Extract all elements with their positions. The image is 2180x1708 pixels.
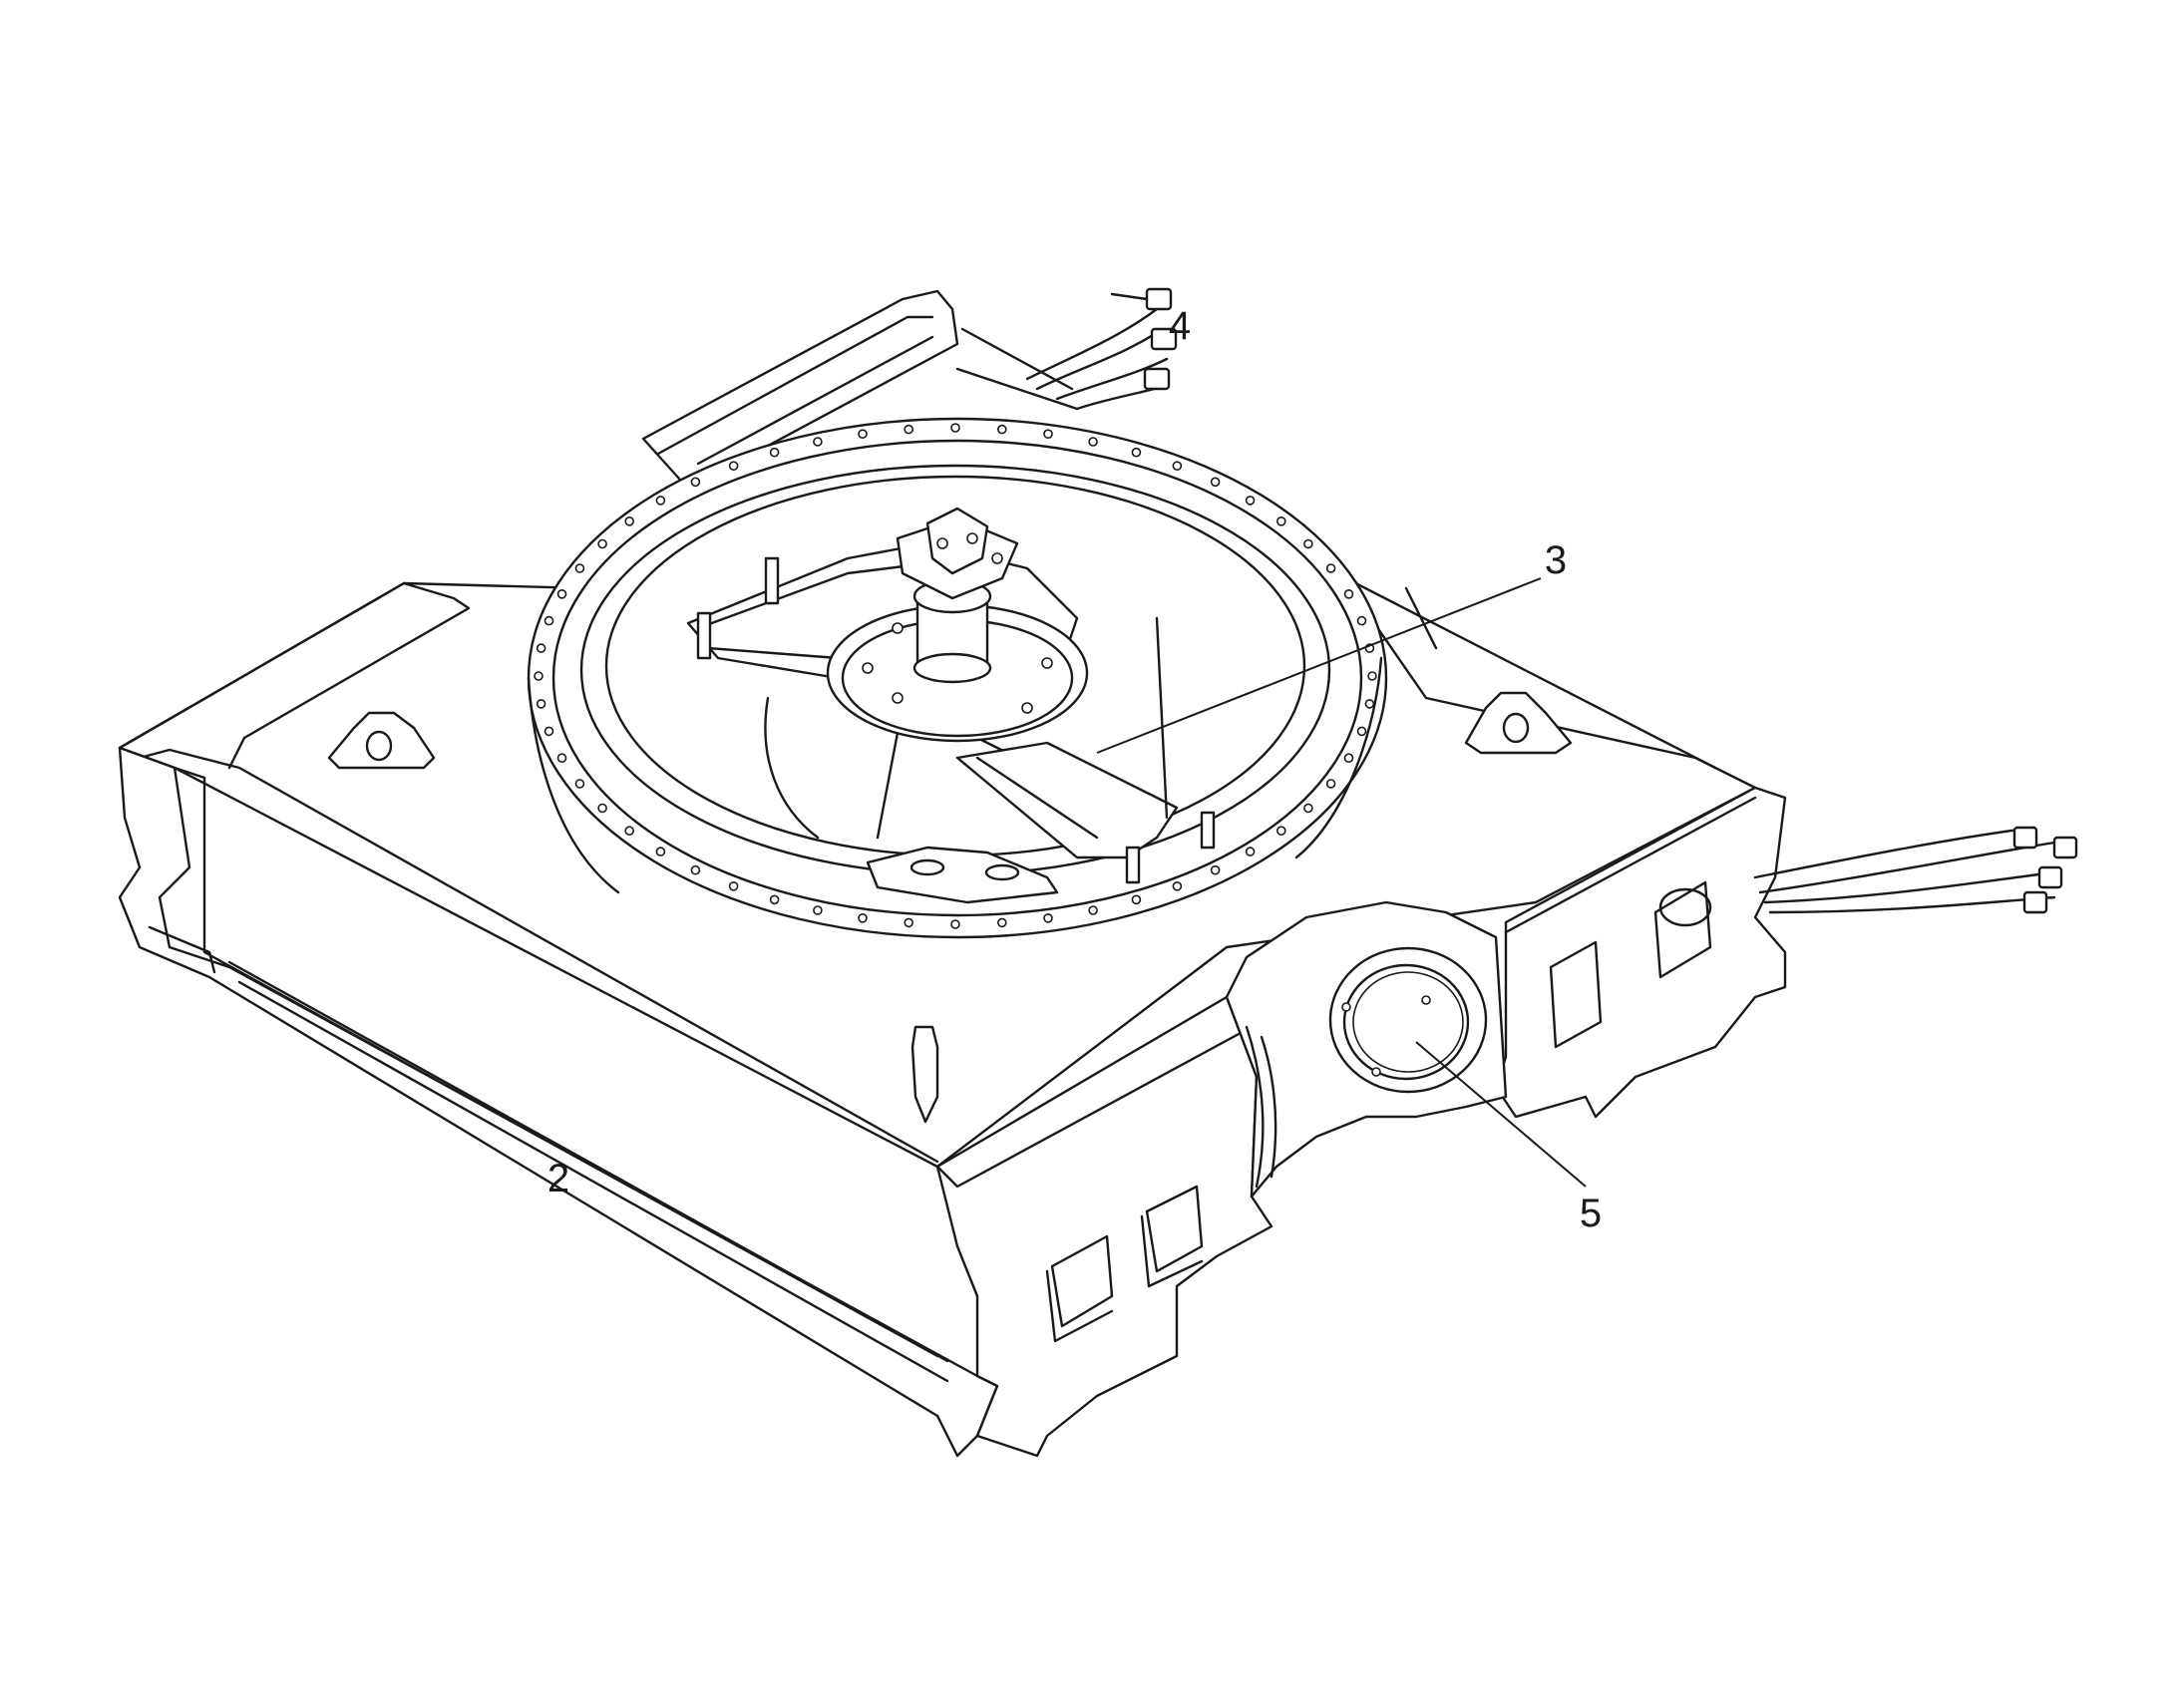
callout-4: 4: [1169, 304, 1191, 348]
bolt-hole: [904, 917, 914, 928]
leader-3: [1096, 577, 1542, 754]
bolt-hole: [1303, 803, 1313, 814]
bolt-hole: [1210, 864, 1221, 875]
alignment-marker: [910, 1025, 939, 1124]
bolt-hole: [996, 917, 1007, 928]
bolt-hole: [1088, 437, 1098, 447]
bolt-hole: [544, 726, 554, 737]
bolt-hole: [904, 424, 914, 435]
bolt-hole: [690, 477, 701, 488]
bolt-hole: [1276, 515, 1286, 526]
bolt-hole: [574, 563, 585, 573]
bolt-hole: [1276, 826, 1286, 837]
bolt-hole: [858, 912, 868, 923]
rear-beam: [641, 289, 1079, 491]
bolt-hole: [624, 515, 635, 526]
cover-plate-part-5: [1328, 946, 1488, 1094]
bolt-hole: [1367, 671, 1377, 681]
bolt-hole: [1172, 880, 1183, 891]
bolt-hole: [1325, 779, 1336, 789]
bolt-hole: [655, 847, 666, 856]
bolt-hole: [1356, 615, 1367, 626]
bolt-hole: [813, 905, 823, 915]
bolt-hole: [1131, 894, 1142, 905]
bolt-hole: [996, 424, 1007, 435]
bolt-hole: [1245, 847, 1256, 856]
leader-5: [1415, 1041, 1587, 1188]
bolt-hole: [556, 753, 567, 764]
bolt-hole: [1343, 588, 1354, 599]
bolt-hole: [534, 671, 544, 681]
bolt-hole: [536, 643, 546, 653]
bolt-hole: [597, 803, 607, 814]
bolt-hole: [597, 538, 607, 549]
inner-spider: [686, 507, 1216, 904]
bolt-hole: [1245, 496, 1256, 506]
bolt-hole: [1343, 753, 1354, 764]
callout-3: 3: [1545, 538, 1567, 582]
bolt-hole: [536, 699, 546, 709]
bolt-hole: [769, 447, 780, 458]
bolt-hole: [1356, 726, 1367, 737]
bolt-hole: [1043, 429, 1053, 440]
right-end-beam: [1494, 786, 1787, 1119]
bolt-hole: [728, 880, 739, 891]
bolt-hole: [690, 864, 701, 875]
bolt-hole: [858, 429, 868, 440]
bolt-hole: [1325, 563, 1336, 573]
bolt-hole: [1303, 538, 1313, 549]
hoses-lower-right: [1753, 826, 2078, 914]
bolt-hole: [1088, 905, 1098, 915]
callout-2: 2: [547, 1157, 569, 1200]
bolt-hole: [813, 437, 823, 447]
bolt-hole: [1364, 699, 1375, 709]
bolt-hole: [728, 461, 739, 472]
callout-5: 5: [1580, 1192, 1602, 1235]
bolt-hole: [1210, 477, 1221, 488]
lifting-eye-left: [327, 711, 436, 770]
bolt-hole: [769, 894, 780, 905]
lifting-eye-right: [1464, 691, 1573, 755]
bolt-hole: [950, 919, 960, 929]
hoses-part-4-upper: [1025, 287, 1178, 411]
bolt-hole: [544, 615, 554, 626]
bolt-hole: [1131, 447, 1142, 458]
bolt-hole: [950, 423, 960, 433]
bolt-hole: [1043, 912, 1053, 923]
bolt-hole: [655, 496, 666, 506]
callouts: 2 3 4 5: [547, 304, 1602, 1235]
bolt-hole: [556, 588, 567, 599]
bolt-hole: [1172, 461, 1183, 472]
bolt-hole: [574, 779, 585, 789]
bolt-hole: [624, 826, 635, 837]
